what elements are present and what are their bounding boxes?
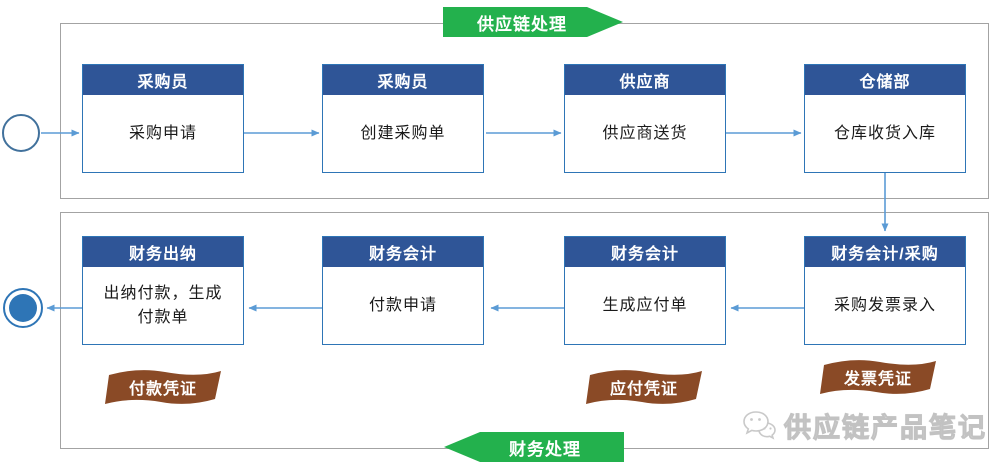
wechat-icon — [743, 410, 776, 440]
box-role: 供应商 — [565, 65, 725, 95]
box-supplier-delivery: 供应商 供应商送货 — [564, 64, 726, 173]
ribbon-label: 发票凭证 — [843, 371, 912, 388]
wave-shape — [820, 360, 936, 394]
ribbon-payment-voucher: 付款凭证 — [103, 366, 227, 410]
box-role: 财务会计 — [565, 237, 725, 267]
box-step: 供应商送货 — [602, 124, 688, 142]
box-role: 采购员 — [323, 65, 483, 95]
finance-banner-label: 财务处理 — [509, 439, 581, 459]
box-purchase-request: 采购员 采购申请 — [82, 64, 244, 173]
supply-chain-banner-label: 供应链处理 — [477, 14, 567, 34]
box-step: 采购申请 — [128, 124, 197, 142]
ribbon-label: 应付凭证 — [609, 381, 678, 398]
box-role: 采购员 — [83, 65, 243, 95]
box-cashier-payment: 财务出纳 出纳付款，生成 付款单 — [82, 236, 244, 345]
end-node — [9, 294, 37, 322]
watermark: 供应链产品笔记 — [741, 406, 987, 445]
box-step: 创建采购单 — [360, 124, 446, 142]
ribbon-label: 付款凭证 — [128, 381, 197, 398]
wave-shape — [586, 370, 702, 404]
start-node — [2, 114, 40, 152]
box-step: 采购发票录入 — [833, 296, 936, 314]
box-generate-payable: 财务会计 生成应付单 — [564, 236, 726, 345]
box-role: 财务会计 — [323, 237, 483, 267]
box-warehouse-receipt: 仓储部 仓库收货入库 — [804, 64, 966, 173]
box-payment-request: 财务会计 付款申请 — [322, 236, 484, 345]
box-step: 生成应付单 — [602, 296, 688, 314]
box-step: 仓库收货入库 — [833, 124, 936, 142]
box-role: 财务出纳 — [83, 237, 243, 267]
box-step: 付款申请 — [368, 296, 437, 314]
box-role: 仓储部 — [805, 65, 965, 95]
box-invoice-entry: 财务会计/采购 采购发票录入 — [804, 236, 966, 345]
box-role: 财务会计/采购 — [805, 237, 965, 267]
ribbon-invoice-voucher: 发票凭证 — [818, 356, 942, 400]
finance-banner: 财务处理 — [444, 432, 624, 462]
watermark-text: 供应链产品笔记 — [784, 413, 987, 444]
wave-shape — [105, 370, 221, 404]
supply-chain-banner: 供应链处理 — [443, 7, 623, 37]
ribbon-payable-voucher: 应付凭证 — [584, 366, 708, 410]
box-step: 出纳付款，生成 付款单 — [103, 285, 223, 326]
box-create-po: 采购员 创建采购单 — [322, 64, 484, 173]
